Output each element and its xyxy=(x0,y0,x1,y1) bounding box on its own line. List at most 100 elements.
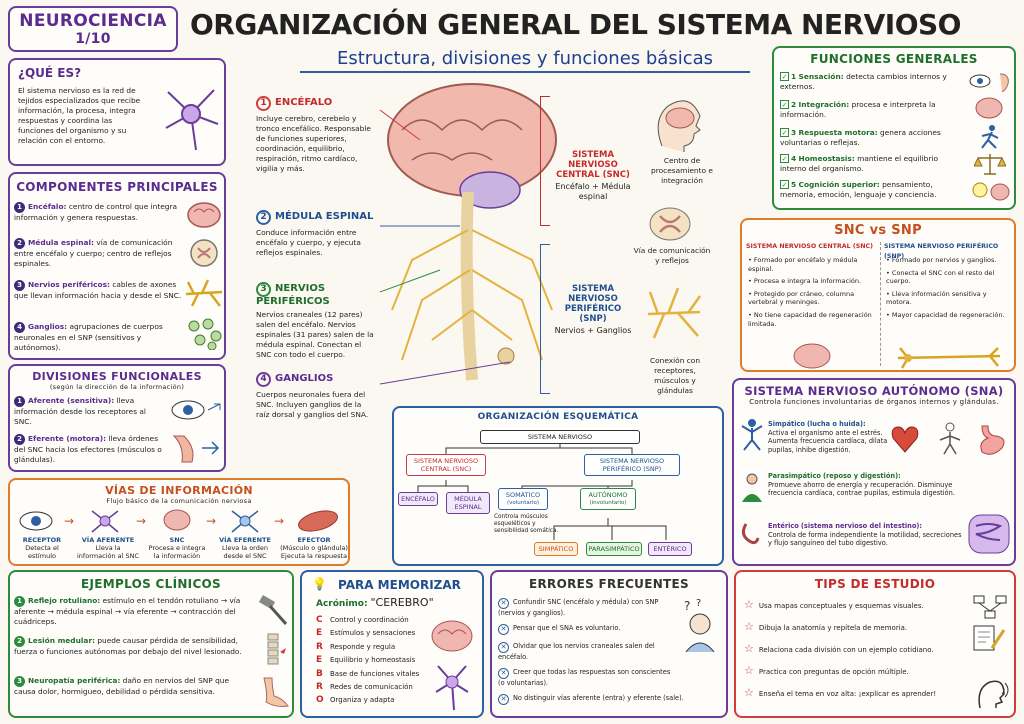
arm-muscle-icon xyxy=(172,435,220,463)
org-node-medula: MÉDULA ESPINAL xyxy=(446,492,490,514)
snp-label: SISTEMA NERVIOSO PERIFÉRICO (SNP)Nervios… xyxy=(554,284,632,335)
snc-col-title: SISTEMA NERVIOSO CENTRAL (SNC) xyxy=(746,243,874,250)
lightbulb-icon: 💡 xyxy=(312,577,327,591)
body-outline-icon xyxy=(939,422,961,455)
neuron-icon xyxy=(435,665,469,711)
brain-icon xyxy=(431,620,473,652)
peripheral-nerves-icon xyxy=(647,287,702,339)
sna-item-simpatico: Simpático (lucha o huida):Activa el orga… xyxy=(768,420,888,454)
heart-icon xyxy=(891,426,919,453)
neuron-axon-icon xyxy=(897,347,1001,369)
divisiones-subtitle: (según la dirección de la información) xyxy=(49,383,185,391)
svg-text:?: ? xyxy=(684,599,690,613)
sympathetic-figure-icon xyxy=(741,419,763,451)
memorizar-title: PARA MEMORIZAR xyxy=(338,578,461,592)
page-subtitle: Estructura, divisiones y funciones básic… xyxy=(300,48,750,73)
error-item: ✕Pensar que el SNA es voluntario. xyxy=(498,624,668,635)
confused-person-icon: ?? xyxy=(684,598,715,653)
que-es-box: ¿QUÉ ES? El sistema nervioso es la red d… xyxy=(8,58,226,166)
check-icon: ✓ xyxy=(780,72,789,81)
snc-bracket xyxy=(540,96,550,226)
org-node-autonomo: AUTÓNOMO(involuntario) xyxy=(580,488,636,510)
stomach-icon xyxy=(980,425,1005,455)
idea-brain-icon xyxy=(972,182,1010,201)
spinal-cord-icon xyxy=(190,239,218,267)
arrow-icon: → xyxy=(64,514,75,528)
organizacion-box: ORGANIZACIÓN ESQUEMÁTICA SISTEMA NERVIOS… xyxy=(392,406,724,566)
receptor-eye-icon xyxy=(19,511,53,531)
sna-item-parasimpatico: Parasimpático (reposo y digestión):Promu… xyxy=(768,472,955,497)
brain-icon xyxy=(975,97,1003,119)
column-divider xyxy=(880,242,881,366)
snc-col-list: • Formado por encéfalo y médula espinal.… xyxy=(748,256,872,328)
org-node-parasimpatico: PARASIMPÁTICO xyxy=(586,542,642,556)
snc-note-1: Centro de procesamiento e integración xyxy=(651,156,713,185)
tip-item: ☆Usa mapas conceptuales y esquemas visua… xyxy=(744,598,924,611)
org-node-root: SISTEMA NERVIOSO xyxy=(480,430,640,444)
nerve-icon xyxy=(185,279,223,307)
relaxed-figure-icon xyxy=(742,473,762,502)
notepad-pencil-icon xyxy=(973,625,1006,651)
sna-title: SISTEMA NERVIOSO AUTÓNOMO (SNA) xyxy=(744,384,1004,398)
acronym: Acrónimo: "CEREBRO" xyxy=(316,596,434,609)
funciones-box: FUNCIONES GENERALES ✓1 Sensación: detect… xyxy=(772,46,1016,210)
tips-box: TIPS DE ESTUDIO ☆Usa mapas conceptuales … xyxy=(734,570,1016,718)
check-icon: ✓ xyxy=(780,180,789,189)
tips-title: TIPS DE ESTUDIO xyxy=(814,577,936,591)
tip-item: ☆Practica con preguntas de opción múltip… xyxy=(744,664,909,677)
x-icon: ✕ xyxy=(498,624,509,635)
error-item: ✕Creer que todas las respuestas son cons… xyxy=(498,668,671,687)
brain-icon xyxy=(187,202,221,228)
org-node-simpatico: SIMPÁTICO xyxy=(534,542,578,556)
function-item: ✓2 Integración: procesa e interpreta la … xyxy=(780,100,936,119)
function-item: ✓1 Sensación: detecta cambios internos y… xyxy=(780,72,947,91)
tip-item: ☆Dibuja la anatomía y repítela de memori… xyxy=(744,620,908,633)
module-badge: NEUROCIENCIA 1/10 xyxy=(8,6,178,52)
function-item: ✓4 Homeostasis: mantiene el equilibrio i… xyxy=(780,154,938,173)
somatico-desc: Controla músculos esqueléticos y sensibi… xyxy=(494,514,559,534)
star-icon: ☆ xyxy=(744,642,754,655)
connector-lines xyxy=(379,109,511,385)
x-icon: ✕ xyxy=(498,668,509,679)
sna-box: SISTEMA NERVIOSO AUTÓNOMO (SNA) Controla… xyxy=(732,378,1016,566)
arrow-icon: → xyxy=(274,514,285,528)
snp-col-title: SISTEMA NERVIOSO PERIFÉRICO (SNP) xyxy=(884,243,999,260)
spinal-section-icon xyxy=(649,207,691,241)
arrow-icon: → xyxy=(206,514,217,528)
star-icon: ☆ xyxy=(744,620,754,633)
org-node-snp: SISTEMA NERVIOSO PERIFÉRICO (SNP) xyxy=(584,454,680,476)
org-node-encefalo: ENCÉFALO xyxy=(398,492,438,506)
error-item: ✕Confundir SNC (encéfalo y médula) con S… xyxy=(498,598,659,617)
snp-note: Conexión con receptores, músculos y glán… xyxy=(649,356,701,395)
eye-ear-icon xyxy=(969,73,1009,92)
flow-step: EFECTOR(Músculo o glándula) Ejecuta la r… xyxy=(280,536,348,560)
org-node-snc: SISTEMA NERVIOSO CENTRAL (SNC) xyxy=(406,454,486,476)
function-item: ✓5 Cognición superior: pensamiento, memo… xyxy=(780,180,937,199)
snp-bracket xyxy=(540,244,550,394)
vias-box: VÍAS DE INFORMACIÓN Flujo básico de la c… xyxy=(8,478,350,566)
nervous-system-illustration xyxy=(387,83,557,381)
star-icon: ☆ xyxy=(744,686,754,699)
organizacion-title: ORGANIZACIÓN ESQUEMÁTICA xyxy=(477,412,639,422)
que-es-title: ¿QUÉ ES? xyxy=(18,66,82,80)
page-title: ORGANIZACIÓN GENERAL DEL SISTEMA NERVIOS… xyxy=(190,8,961,41)
sna-subtitle: Controla funciones involuntarias de órga… xyxy=(749,398,999,406)
x-icon: ✕ xyxy=(498,694,509,705)
speaking-head-icon xyxy=(978,680,1009,709)
function-item: ✓3 Respuesta motora: genera acciones vol… xyxy=(780,128,941,147)
check-icon: ✓ xyxy=(780,100,789,109)
funciones-title: FUNCIONES GENERALES xyxy=(810,52,978,66)
tip-item: ☆Enseña el tema en voz alta: ¡explicar e… xyxy=(744,686,937,699)
errores-box: ERRORES FRECUENTES ✕Confundir SNC (encéf… xyxy=(490,570,728,718)
